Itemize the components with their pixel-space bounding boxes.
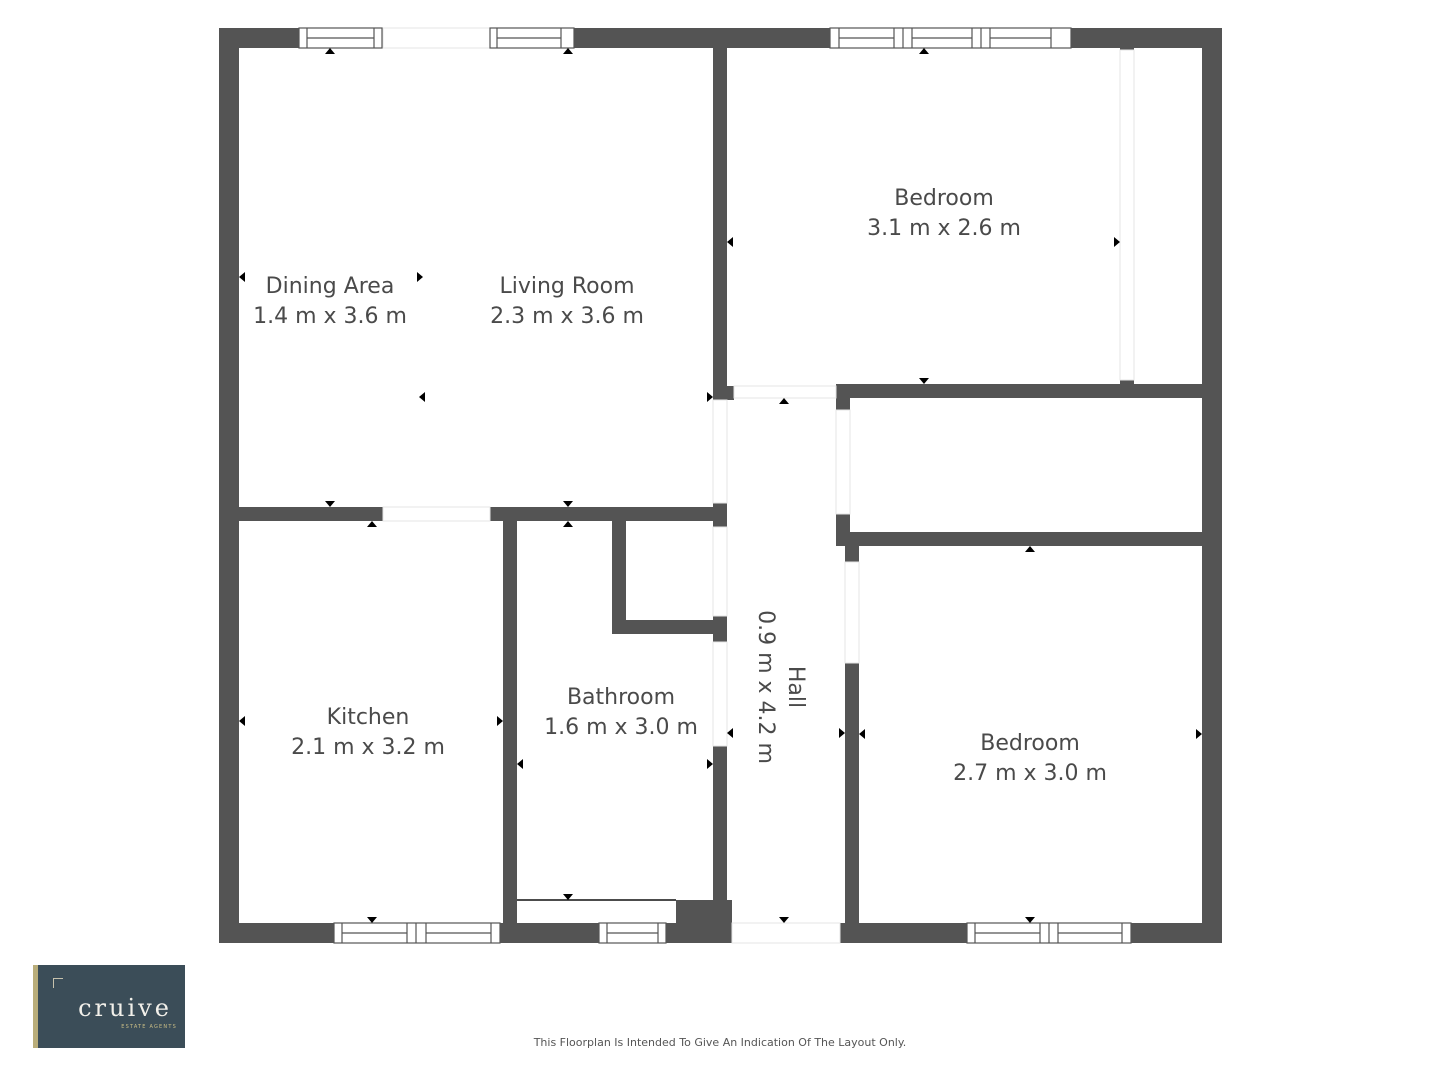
room-label-dining-area: Dining Area 1.4 m x 3.6 m <box>253 272 407 332</box>
room-name: Bedroom <box>980 731 1080 756</box>
room-label-bedroom-2: Bedroom 2.7 m x 3.0 m <box>953 729 1107 789</box>
room-dimensions: 1.6 m x 3.0 m <box>544 715 698 740</box>
openings <box>382 27 1135 944</box>
room-dimensions: 2.1 m x 3.2 m <box>291 735 445 760</box>
room-name: Dining Area <box>265 274 395 299</box>
room-name: Bedroom <box>894 186 994 211</box>
room-dimensions: 3.1 m x 2.6 m <box>867 216 1021 241</box>
room-label-kitchen: Kitchen 2.1 m x 3.2 m <box>291 703 445 763</box>
room-name: Hall <box>783 665 808 709</box>
window-living <box>489 27 575 49</box>
room-label-hall: Hall 0.9 m x 4.2 m <box>750 610 810 764</box>
logo-brand-name: cruive <box>78 994 172 1022</box>
dimension-markers <box>239 48 1202 923</box>
room-name: Living Room <box>499 274 635 299</box>
room-dimensions: 0.9 m x 4.2 m <box>753 610 778 764</box>
logo-accent-stripe <box>33 965 38 1048</box>
outer-walls <box>219 28 1222 943</box>
window-bedroom-1 <box>829 27 1072 49</box>
window-bedroom-2 <box>966 922 1132 944</box>
windows <box>298 27 1132 944</box>
room-dimensions: 2.7 m x 3.0 m <box>953 761 1107 786</box>
window-bathroom <box>598 922 667 944</box>
logo-tagline: ESTATE AGENTS <box>121 1024 177 1030</box>
window-dining <box>298 27 383 49</box>
room-dimensions: 1.4 m x 3.6 m <box>253 304 407 329</box>
room-name: Bathroom <box>566 685 676 710</box>
interior-walls <box>239 28 1202 943</box>
room-label-bathroom: Bathroom 1.6 m x 3.0 m <box>544 683 698 743</box>
room-dimensions: 2.3 m x 3.6 m <box>490 304 644 329</box>
room-name: Kitchen <box>326 705 410 730</box>
room-label-bedroom-1: Bedroom 3.1 m x 2.6 m <box>867 184 1021 244</box>
room-label-living-room: Living Room 2.3 m x 3.6 m <box>490 272 644 332</box>
agent-logo: cruive ESTATE AGENTS <box>33 965 185 1048</box>
floorplan-disclaimer: This Floorplan Is Intended To Give An In… <box>533 1036 907 1049</box>
logo-corner-mark-icon <box>53 978 63 988</box>
window-kitchen <box>333 922 501 944</box>
